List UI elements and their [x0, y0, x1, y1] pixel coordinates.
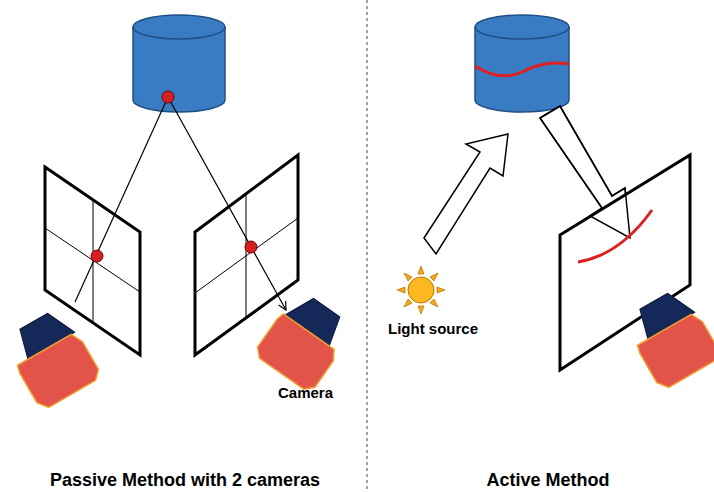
- point: [245, 241, 257, 253]
- captured-stripe: [578, 210, 652, 262]
- camera: [621, 285, 714, 391]
- object-cylinder: [475, 15, 569, 112]
- light-arrow: [424, 134, 508, 254]
- divider: [366, 0, 367, 492]
- ray: [168, 97, 286, 310]
- point: [91, 250, 103, 262]
- object-cylinder: [133, 15, 225, 112]
- light-source-label: Light source: [388, 320, 478, 337]
- sun: [397, 266, 445, 314]
- camera: [253, 288, 356, 394]
- point: [162, 91, 174, 103]
- reflect-arrow-over: [540, 106, 630, 238]
- section-heading: Passive Method with 2 cameras: [50, 470, 320, 491]
- camera: [1, 305, 103, 411]
- section-heading: Active Method: [486, 470, 609, 491]
- camera-label: Camera: [278, 384, 333, 401]
- ray: [75, 97, 168, 302]
